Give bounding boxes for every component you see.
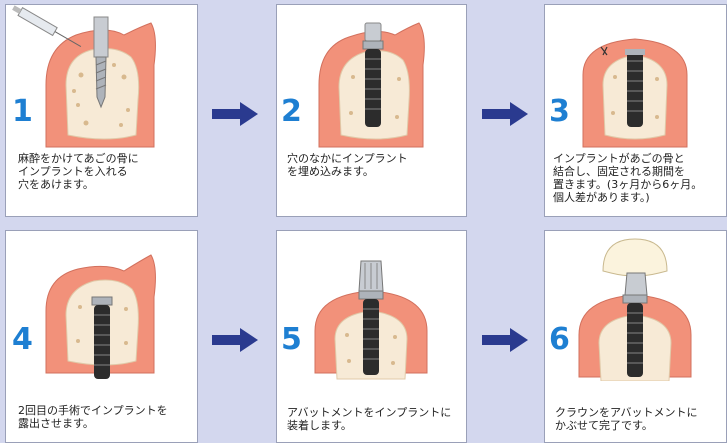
step-panel-3: 3 インプラントがあごの骨と 結合し、固定される期間を 置きます。(3ヶ月から6… xyxy=(544,4,727,217)
implant-with-mount-illustration xyxy=(277,5,468,155)
crown-placed-illustration xyxy=(545,231,727,381)
step-caption: インプラントがあごの骨と 結合し、固定される期間を 置きます。(3ヶ月から6ヶ月… xyxy=(553,152,702,204)
step-panel-5: 5 アバットメントをインプラントに 装着します。 xyxy=(276,230,467,443)
step-caption: 穴のなかにインプラント を埋め込みます。 xyxy=(287,152,408,178)
implant-exposed-illustration xyxy=(6,231,199,381)
step-panel-1: 1 麻酔をかけてあごの骨に インプラントを入れる 穴をあけます。 xyxy=(5,4,198,217)
right-arrow-icon xyxy=(482,328,530,352)
right-arrow-icon xyxy=(212,102,260,126)
step-number: 4 xyxy=(12,325,33,355)
right-arrow-icon xyxy=(482,102,530,126)
step-number: 2 xyxy=(281,97,302,127)
implant-healing-sutured-illustration xyxy=(545,5,727,155)
step-caption: 2回目の手術でインプラントを 露出させます。 xyxy=(18,404,168,430)
step-panel-4: 4 2回目の手術でインプラントを 露出させます。 xyxy=(5,230,198,443)
step-number: 5 xyxy=(281,325,302,355)
abutment-attached-illustration xyxy=(277,231,468,381)
step-number: 6 xyxy=(549,325,570,355)
step-panel-2: 2 穴のなかにインプラント を埋め込みます。 xyxy=(276,4,467,217)
right-arrow-icon xyxy=(212,328,260,352)
step-number: 1 xyxy=(12,97,33,127)
step-number: 3 xyxy=(549,97,570,127)
drill-and-syringe-illustration xyxy=(6,5,199,155)
step-caption: 麻酔をかけてあごの骨に インプラントを入れる 穴をあけます。 xyxy=(18,152,139,191)
step-caption: クラウンをアバットメントに かぶせて完了です。 xyxy=(555,406,698,432)
step-panel-6: 6 クラウンをアバットメントに かぶせて完了です。 xyxy=(544,230,727,443)
step-caption: アバットメントをインプラントに 装着します。 xyxy=(287,406,451,432)
